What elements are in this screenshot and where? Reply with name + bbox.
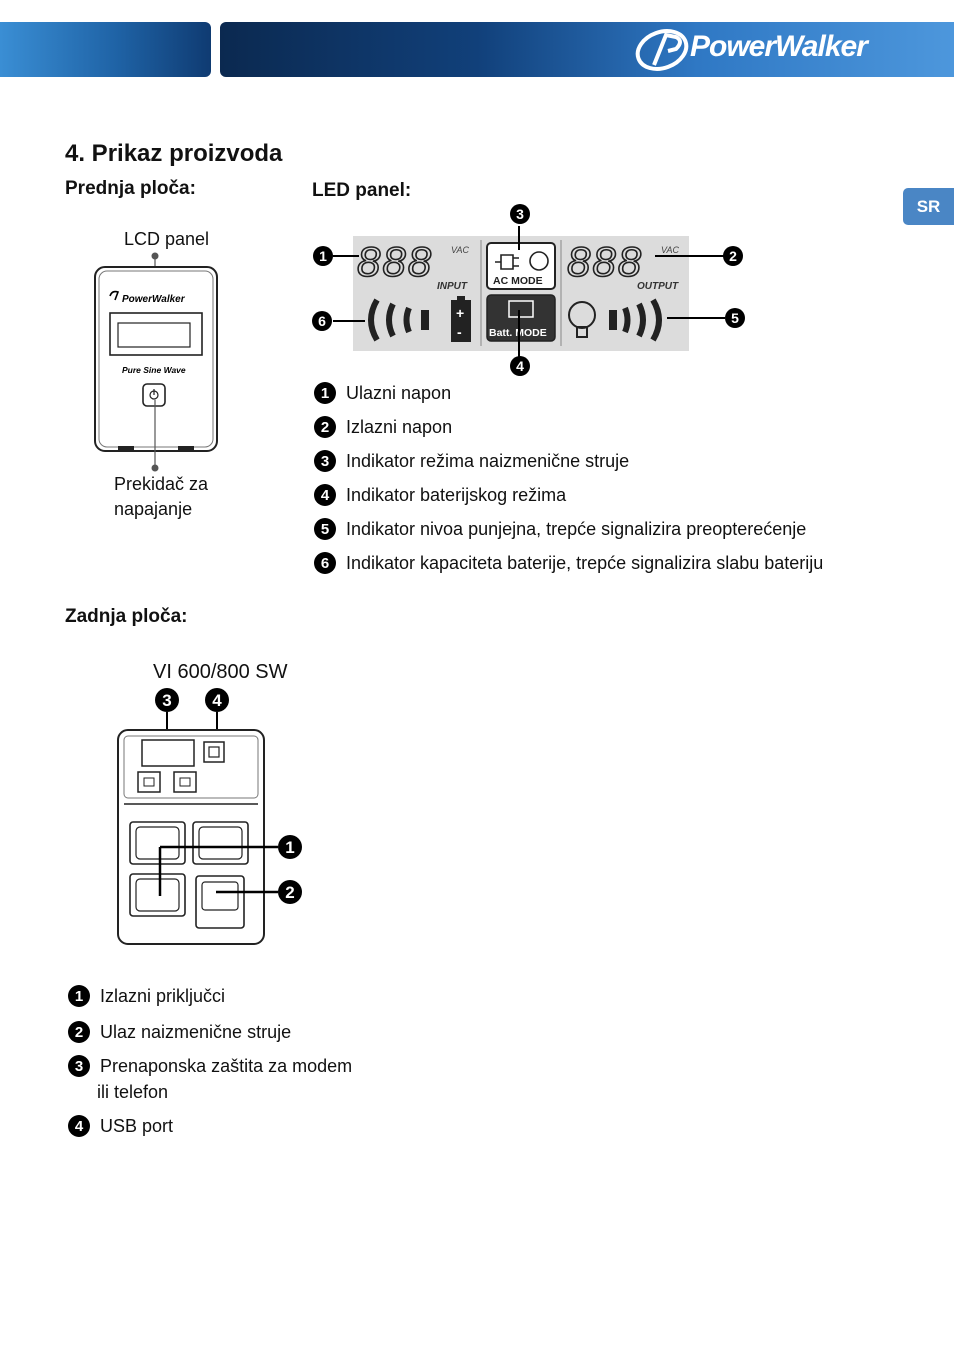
led-marker-1: 1 (319, 248, 327, 264)
lcd-panel-label: LCD panel (124, 229, 210, 249)
legend-text: Izlazni priključci (100, 985, 226, 1006)
output-digits: 888 (567, 238, 643, 285)
svg-text:+: + (456, 305, 464, 321)
led-legend-item: 2 Izlazni napon (314, 410, 823, 444)
svg-text:-: - (457, 324, 462, 340)
header-band-right (220, 22, 954, 77)
legend-text: Indikator nivoa punjejna, trepće signali… (346, 518, 807, 539)
output-label: OUTPUT (637, 281, 679, 292)
legend-number: 4 (68, 1115, 90, 1137)
rear-item3-line2: ili telefon (97, 1082, 169, 1102)
legend-number: 1 (68, 985, 90, 1007)
rear-marker-1: 1 (285, 838, 294, 857)
legend-number: 3 (68, 1055, 90, 1077)
rear-legend-list: 1 Izlazni priključci 2 Ulaz naizmenične st… (68, 978, 352, 1082)
legend-number: 2 (314, 416, 336, 438)
rear-legend-item: 4 USB port (68, 1108, 173, 1144)
legend-number: 4 (314, 484, 336, 506)
led-panel-heading: LED panel: (312, 180, 412, 201)
powerwalker-logo-icon (635, 29, 689, 71)
rear-panel-figure: 3 4 1 2 (117, 688, 302, 945)
rear-marker-4: 4 (212, 691, 222, 710)
input-unit: VAC (451, 245, 470, 255)
legend-text: Ulazni napon (346, 382, 452, 403)
power-switch-label-line2: napajanje (114, 499, 193, 519)
front-device-tagline: Pure Sine Wave (122, 365, 186, 375)
rear-legend-list-cont: 4 USB port (68, 1108, 173, 1144)
rear-panel-heading: Zadnja ploča: (65, 606, 188, 627)
legend-number: 3 (314, 450, 336, 472)
front-panel-figure: PowerWalker Pure Sine Wave (94, 252, 218, 472)
legend-number: 2 (68, 1021, 90, 1043)
legend-text: Indikator kapaciteta baterije, trepće si… (346, 552, 824, 573)
led-marker-3: 3 (516, 206, 524, 222)
led-legend-item: 4 Indikator baterijskog režima (314, 478, 823, 512)
led-legend-item: 6 Indikator kapaciteta baterije, trepće s… (314, 546, 823, 580)
ac-mode-text: AC MODE (493, 275, 543, 287)
rear-legend-item: 2 Ulaz naizmenične struje (68, 1014, 352, 1050)
legend-number: 6 (314, 552, 336, 574)
front-panel-heading: Prednja ploča: (65, 178, 196, 199)
led-panel-figure: 888 VAC INPUT 888 VAC OUTPUT AC MODE Bat… (312, 204, 745, 376)
legend-text: Ulaz naizmenične struje (100, 1021, 292, 1042)
rear-marker-3: 3 (162, 691, 171, 710)
legend-number: 5 (314, 518, 336, 540)
rear-marker-2: 2 (285, 883, 294, 902)
led-marker-6: 6 (318, 313, 326, 329)
header-band-left (0, 22, 211, 77)
led-legend-item: 3 Indikator režima naizmenične struje (314, 444, 823, 478)
legend-text: USB port (100, 1115, 174, 1136)
led-legend-item: 1 Ulazni napon (314, 376, 823, 410)
led-marker-2: 2 (729, 248, 737, 264)
led-legend-item: 5 Indikator nivoa punjejna, trepće signal… (314, 512, 823, 546)
legend-text: Prenaponska zaštita za modem (100, 1055, 353, 1076)
legend-text: Izlazni napon (346, 416, 453, 437)
output-unit: VAC (661, 245, 680, 255)
led-marker-5: 5 (731, 310, 739, 326)
language-tab[interactable]: SR (903, 188, 954, 225)
header-brand: PowerWalker (690, 30, 868, 63)
legend-number: 1 (314, 382, 336, 404)
led-marker-4: 4 (516, 358, 524, 374)
rear-legend-item: 3 Prenaponska zaštita za modem (68, 1050, 352, 1082)
legend-text: Indikator režima naizmenične struje (346, 450, 630, 471)
input-label: INPUT (437, 281, 468, 292)
rear-model-label: VI 600/800 SW (153, 661, 288, 683)
input-digits: 888 (357, 238, 433, 285)
page-title: 4. Prikaz proizvoda (65, 140, 283, 167)
legend-text: Indikator baterijskog režima (346, 484, 567, 505)
rear-legend-item: 1 Izlazni priključci (68, 978, 352, 1014)
power-switch-label-line1: Prekidač za (114, 474, 209, 494)
batt-mode-text: Batt. MODE (489, 327, 547, 339)
front-device-brand: PowerWalker (122, 294, 186, 305)
